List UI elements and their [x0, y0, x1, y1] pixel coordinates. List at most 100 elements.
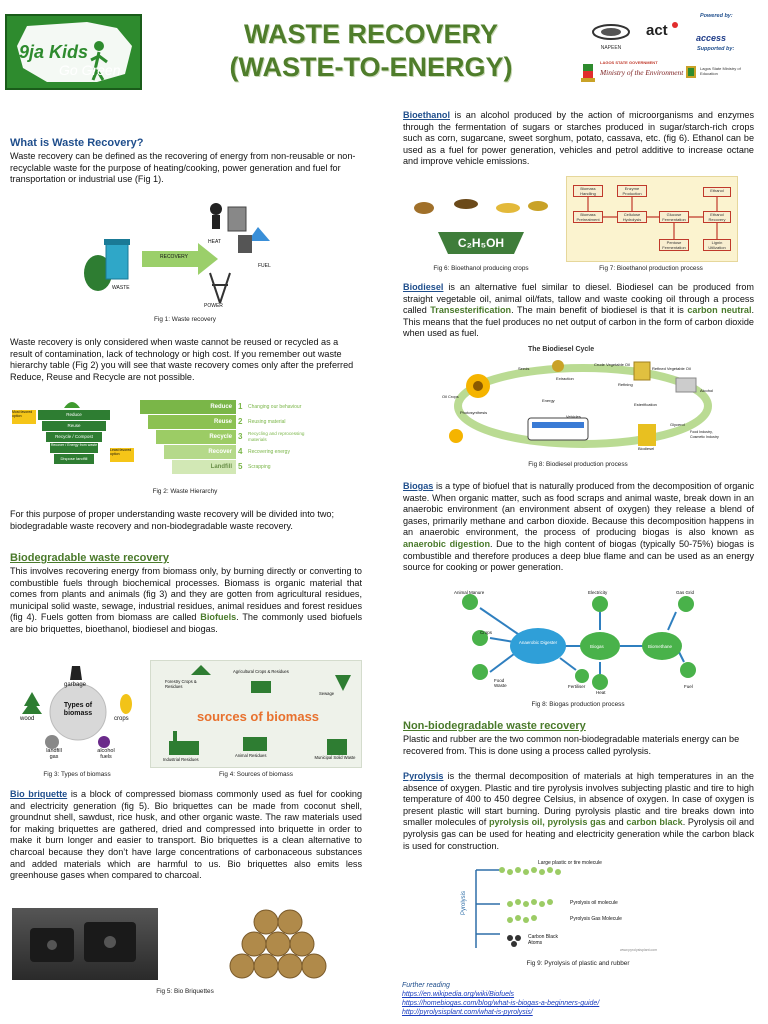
- fig8a-label: Esterification: [634, 402, 657, 407]
- pyrolysis-paragraph: Pyrolysis is the thermal decomposition o…: [403, 771, 754, 852]
- fig2-ladder-desc: Scrapping: [248, 464, 271, 470]
- fig7-box: Enzyme Production: [617, 185, 647, 197]
- fig1-label-heat: HEAT: [208, 239, 221, 245]
- pyrolysis-products-keyword: pyrolysis oil, pyrolysis gas: [488, 817, 606, 828]
- what-is-waste-recovery-heading: What is Waste Recovery?: [10, 137, 144, 149]
- fig8a-label: Vehicles: [566, 414, 581, 419]
- fig2-pyramid-row: Recycle / Compost: [46, 432, 102, 442]
- sponsor-napeen-logo: NAPEEN: [582, 24, 640, 51]
- lagos-gov-label: LAGOS STATE GOVERNMENT: [600, 60, 658, 65]
- fig3-caption: Fig 3: Types of biomass: [43, 771, 111, 778]
- what-is-paragraph-1: Waste recovery can be defined as the rec…: [10, 151, 356, 185]
- fig8a-label: Crude Vegetable Oil: [594, 362, 630, 367]
- pyrolysis-text-a: is the thermal decomposition of material…: [403, 771, 754, 828]
- fig3-diagram: [22, 666, 132, 749]
- non-biodegradable-paragraph: Plastic and rubber are the two common no…: [403, 734, 740, 756]
- fig7-box: Ethanol: [703, 187, 731, 197]
- page-title: WASTE RECOVERY (WASTE-TO-ENERGY): [186, 18, 556, 84]
- fig2-ladder-row: Recover 4 Recovering energy: [164, 445, 360, 459]
- fig8a-label: Glycerol: [670, 422, 685, 427]
- fig4-factory-icon: [169, 665, 351, 755]
- fig5-briquette-photo-2: [208, 908, 336, 984]
- fig2-ladder-word: Landfill: [172, 460, 236, 474]
- biodiesel-paragraph: Biodiesel is an alternative fuel similar…: [403, 282, 754, 340]
- fig2-ladder: Reduce 1 Changing our behaviour Reuse 2 …: [140, 400, 360, 476]
- fig2-ladder-num: 2: [238, 417, 243, 426]
- logo-name: 9ja Kids: [19, 42, 89, 62]
- fig4-item-industrial: Industrial Residues: [163, 757, 199, 762]
- fig3-item-garbage: garbage: [64, 682, 87, 688]
- non-biodegradable-heading: Non-biodegradable waste recovery: [403, 720, 586, 732]
- bio-briquette-text: is a block of compressed biomass commonl…: [10, 789, 362, 881]
- lagos-small-label: Lagos State Ministry of Education: [700, 66, 741, 76]
- biogas-paragraph: Biogas is a type of biofuel that is natu…: [403, 481, 754, 574]
- biodegradable-heading: Biodegradable waste recovery: [10, 552, 169, 564]
- fig9-pyrolysis: Pyrolysis Large plastic or tire molecule…: [460, 860, 696, 956]
- fig2-caption: Fig 2: Waste Hierarchy: [152, 488, 218, 495]
- biogas-text-b: . Due to the high content of biogas (typ…: [403, 538, 754, 573]
- fig2-ladder-num: 4: [238, 447, 243, 456]
- carbon-black-keyword: carbon black: [626, 817, 683, 828]
- fig7-box: Cellulose Hydrolysis: [617, 211, 647, 223]
- fig8-biogas-process: Anaerobic Digester Animal Manure Crops F…: [450, 590, 710, 696]
- further-reading-link[interactable]: http://pyrolysisplant.com/what-is-pyroly…: [402, 1009, 533, 1016]
- biogas-lead: Biogas: [403, 481, 434, 491]
- lagos-coat-of-arms-icon: [581, 64, 595, 82]
- fig2-ladder-row: Landfill 5 Scrapping: [172, 460, 360, 474]
- transesterification-keyword: Transesterification: [430, 305, 512, 316]
- fig7-box: Biomass Pretreatment: [573, 211, 603, 223]
- fig3-center-label: Types of biomass: [63, 702, 93, 717]
- fig8a-label: Biodiesel: [638, 446, 655, 451]
- fig2-most-favored-tag: Most favored option: [12, 410, 36, 424]
- further-reading-link[interactable]: https://homebiogas.com/blog/what-is-biog…: [402, 1000, 600, 1007]
- fig2-ladder-desc: Reusing material: [248, 419, 286, 425]
- bio-briquette-paragraph: Bio briquette is a block of compressed b…: [10, 789, 362, 882]
- fig4-item-animal: Animal Residues: [235, 753, 267, 758]
- fig4-item-forestry: Forestry Crops & Residues: [165, 679, 197, 689]
- powered-by-label: Powered by:: [700, 13, 733, 19]
- fig6-crops-icon: [414, 199, 548, 254]
- fig8a-label: Energy: [542, 398, 555, 403]
- fig3-item-crops: crops: [114, 716, 129, 722]
- fig7-box: Glucose Fermentation: [659, 211, 689, 223]
- fig2-ladder-word: Reuse: [148, 415, 236, 429]
- biogas-process-icon: [462, 594, 696, 690]
- fig7-box: Lignin Utilization: [703, 239, 731, 251]
- fig3-types-of-biomass: Types of biomass garbage wood crops land…: [12, 660, 142, 764]
- biogas-text-a: is a type of biofuel that is naturally p…: [403, 481, 754, 538]
- fig3-item-landfill: landfill gas: [46, 748, 62, 760]
- fig8a-label: Extraction: [556, 376, 574, 381]
- nigeria-map-icon: [17, 22, 132, 82]
- briquette-stack-icon: [229, 909, 327, 979]
- fig9-caption: Fig 9: Pyrolysis of plastic and rubber: [526, 960, 630, 967]
- fig2-pyramid: Most favored option Least favored option…: [12, 398, 134, 468]
- fig9-credit: www.pyrolysisplant.com: [620, 948, 658, 952]
- fig3-item-alcohol: alcohol fuels: [97, 748, 115, 760]
- bioethanol-text: is an alcohol produced by the action of …: [403, 110, 754, 167]
- biodiesel-text-a: is an alternative fuel similar to diesel…: [403, 282, 754, 316]
- pyrolysis-molecules-icon: [475, 867, 561, 948]
- biodegradable-text-a: This involves recovering energy from bio…: [10, 566, 362, 623]
- biodiesel-text-c: . This means that the fuel produces no n…: [403, 305, 754, 339]
- fig2-ladder-word: Recover: [164, 445, 236, 459]
- fig4-item-sewage: Sewage: [319, 691, 335, 696]
- fig7-box: Ethanol Recovery: [703, 211, 731, 223]
- sponsor-lagos-ministry-logo: LAGOS STATE GOVERNMENT Ministry of the E…: [580, 58, 683, 92]
- fig8a-label: Food Industry, Cosmetic Industry: [690, 430, 719, 439]
- fig2-recycle-leaf-icon: [64, 402, 80, 408]
- fig2-ladder-num: 5: [238, 462, 243, 471]
- fig7-arrows: [587, 197, 718, 239]
- fig1-label-recovery: RECOVERY: [160, 254, 188, 260]
- fig2-least-favored-tag: Least favored option: [110, 448, 134, 462]
- bioethanol-paragraph: Bioethanol is an alcohol produced by the…: [403, 110, 754, 168]
- biodiesel-text-b: . The main benefit of biodiesel is that …: [511, 305, 688, 316]
- access-label: access: [696, 33, 727, 43]
- fig8a-label: Oil Crops: [442, 394, 459, 399]
- logo-tagline: Go Green: [59, 62, 121, 78]
- fig7-caption: Fig 7: Bioethanol production process: [599, 265, 703, 272]
- fig3-item-wood: wood: [20, 716, 35, 722]
- biofuels-keyword: Biofuels: [200, 612, 237, 623]
- fig8b-node: Fertiliser: [568, 684, 586, 689]
- fig5-briquette-photo-1: [12, 908, 158, 980]
- further-reading-link[interactable]: https://en.wikipedia.org/wiki/Biofuels: [402, 991, 515, 998]
